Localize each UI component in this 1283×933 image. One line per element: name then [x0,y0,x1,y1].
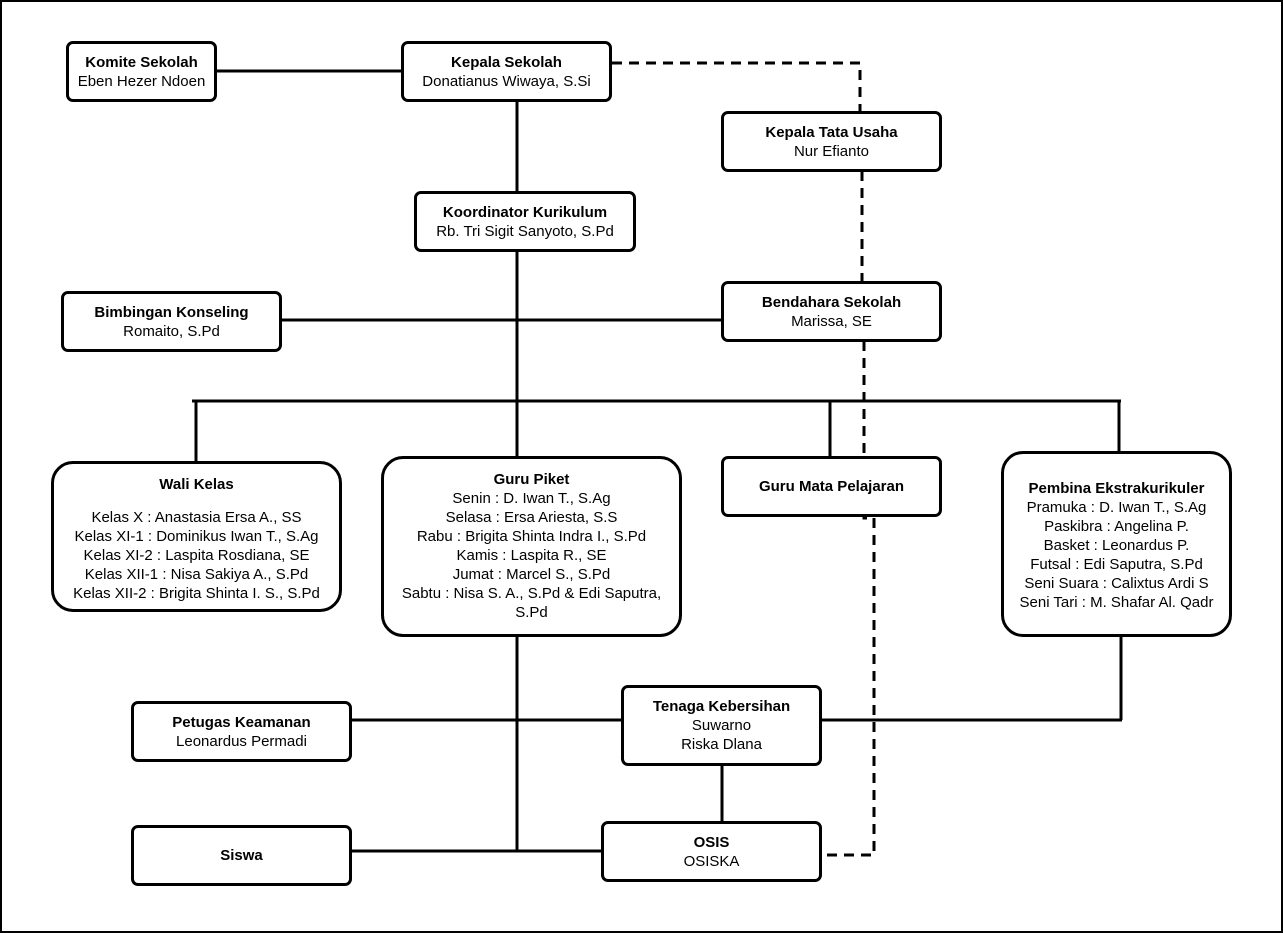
node-line: Pramuka : D. Iwan T., S.Ag [1026,499,1207,516]
node-guru-mata-pelajaran[interactable]: Guru Mata Pelajaran [721,456,942,517]
node-name: Leonardus Permadi [176,732,307,750]
node-name: Nur Efianto [793,142,870,160]
node-line: S.Pd [515,604,548,621]
node-bimbingan-konseling[interactable]: Bimbingan Konseling Romaito, S.Pd [61,291,282,352]
node-name: Rb. Tri Sigit Sanyoto, S.Pd [436,222,614,240]
node-osis[interactable]: OSIS OSISKA [601,821,822,882]
node-name: Romaito, S.Pd [123,322,220,340]
node-line: Kelas X : Anastasia Ersa A., SS [91,509,302,526]
node-title: Kepala Tata Usaha [765,123,898,141]
node-guru-piket[interactable]: Guru Piket Senin : D. Iwan T., S.Ag Sela… [381,456,682,637]
node-line: Seni Tari : M. Shafar Al. Qadr [1019,594,1214,611]
node-title: Bimbingan Konseling [94,303,249,321]
node-line: Paskibra : Angelina P. [1044,518,1189,535]
node-line: Selasa : Ersa Ariesta, S.S [445,509,618,526]
node-line: Kamis : Laspita R., SE [456,547,607,564]
node-title: Siswa [220,847,263,864]
node-name: OSISKA [683,852,740,870]
node-line: Riska Dlana [681,736,762,753]
node-title: Guru Mata Pelajaran [758,478,905,495]
node-line: Kelas XII-1 : Nisa Sakiya A., S.Pd [84,566,309,583]
node-title: Pembina Ekstrakurikuler [1028,480,1205,497]
dashed-kepala-tatausaha [612,61,862,111]
node-line: Kelas XI-2 : Laspita Rosdiana, SE [83,547,310,564]
node-line: Basket : Leonardus P. [1043,537,1190,554]
node-name: Eben Hezer Ndoen [77,72,206,90]
node-title: OSIS [693,833,730,851]
node-line: Kelas XI-1 : Dominikus Iwan T., S.Ag [74,528,319,545]
node-line: Rabu : Brigita Shinta Indra I., S.Pd [416,528,647,545]
dashed-bendahara-osis [822,341,876,857]
node-kepala-tata-usaha[interactable]: Kepala Tata Usaha Nur Efianto [721,111,942,172]
node-line: Sabtu : Nisa S. A., S.Pd & Edi Saputra, [401,585,662,602]
node-line: Suwarno [691,717,752,734]
node-line: Seni Suara : Calixtus Ardi S [1024,575,1209,592]
node-title: Komite Sekolah [85,53,198,71]
node-petugas-keamanan[interactable]: Petugas Keamanan Leonardus Permadi [131,701,352,762]
node-title: Kepala Sekolah [451,53,562,71]
node-title: Tenaga Kebersihan [652,698,791,715]
node-name: Donatianus Wiwaya, S.Si [422,72,591,90]
node-pembina-ekstrakurikuler[interactable]: Pembina Ekstrakurikuler Pramuka : D. Iwa… [1001,451,1232,637]
node-title: Petugas Keamanan [172,713,311,731]
node-line: Jumat : Marcel S., S.Pd [452,566,611,583]
node-title: Koordinator Kurikulum [442,203,608,221]
node-kepala-sekolah[interactable]: Kepala Sekolah Donatianus Wiwaya, S.Si [401,41,612,102]
node-komite-sekolah[interactable]: Komite Sekolah Eben Hezer Ndoen [66,41,217,102]
node-line: Futsal : Edi Saputra, S.Pd [1030,556,1203,573]
node-bendahara-sekolah[interactable]: Bendahara Sekolah Marissa, SE [721,281,942,342]
node-name: Marissa, SE [791,312,872,330]
node-tenaga-kebersihan[interactable]: Tenaga Kebersihan Suwarno Riska Dlana [621,685,822,766]
node-siswa[interactable]: Siswa [131,825,352,886]
node-title: Wali Kelas [159,476,234,493]
node-wali-kelas[interactable]: Wali Kelas Kelas X : Anastasia Ersa A., … [51,461,342,612]
node-title: Bendahara Sekolah [761,293,902,311]
node-line: Senin : D. Iwan T., S.Ag [452,490,611,507]
node-koordinator-kurikulum[interactable]: Koordinator Kurikulum Rb. Tri Sigit Sany… [414,191,636,252]
node-line: Kelas XII-2 : Brigita Shinta I. S., S.Pd [73,585,320,602]
node-title: Guru Piket [493,471,570,488]
